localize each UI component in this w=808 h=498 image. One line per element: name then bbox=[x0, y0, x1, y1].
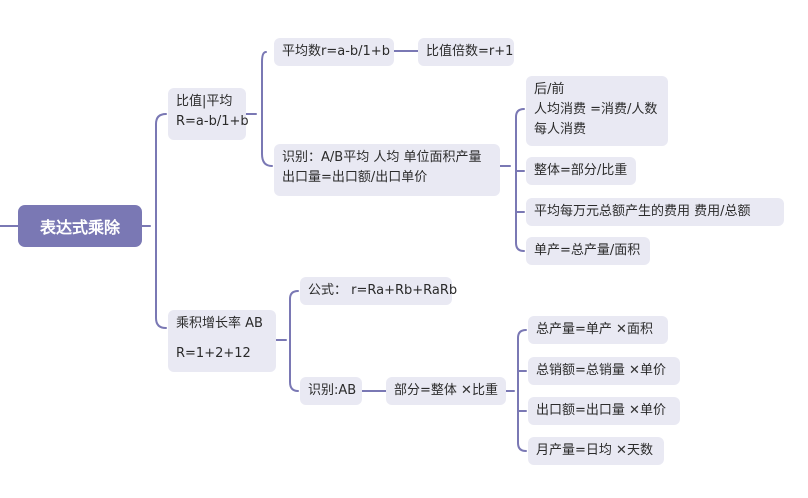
node-branch2-identify[interactable]: 识别:AB bbox=[300, 377, 362, 405]
total-sales-pre: 总销额=总销量 bbox=[536, 363, 630, 378]
export-value-pre: 出口额=出口量 bbox=[536, 403, 630, 418]
node-export-value[interactable]: 出口额=出口量 ✕单价 bbox=[528, 397, 680, 425]
total-output-pre: 总产量=单产 bbox=[536, 322, 617, 337]
link-branch2-children bbox=[275, 290, 299, 392]
multiply-icon: ✕ bbox=[616, 322, 627, 337]
whole-part-label: 整体=部分/比重 bbox=[534, 163, 628, 178]
node-ratio-multiple[interactable]: 比值倍数=r+1 bbox=[418, 38, 514, 66]
node-total-output[interactable]: 总产量=单产 ✕面积 bbox=[528, 316, 668, 344]
ratio-average-title: 比值|平均 bbox=[176, 94, 233, 109]
ratio-average-formula: R=a-b/1+b bbox=[176, 114, 249, 129]
node-part-whole[interactable]: 部分=整体 ✕比重 bbox=[386, 377, 506, 405]
node-monthly-output[interactable]: 月产量=日均 ✕天数 bbox=[528, 437, 664, 465]
multiply-icon: ✕ bbox=[461, 383, 472, 398]
average-formula-label: 平均数r=a-b/1+b bbox=[282, 44, 390, 59]
multiply-icon: ✕ bbox=[629, 403, 640, 418]
formula-label: 公式： r=Ra+Rb+RaRb bbox=[308, 283, 458, 298]
branch1-identify-line1: 识别：A/B平均 人均 单位面积产量 bbox=[282, 150, 482, 165]
part-whole-post: 比重 bbox=[471, 383, 498, 398]
branch2-identify-label: 识别:AB bbox=[308, 383, 357, 398]
node-after-before[interactable]: 后/前 人均消费 =消费/人数 每人消费 bbox=[526, 76, 668, 146]
root-label: 表达式乘除 bbox=[39, 218, 120, 237]
node-avg-cost[interactable]: 平均每万元总额产生的费用 费用/总额 bbox=[526, 198, 784, 226]
multiply-icon: ✕ bbox=[629, 363, 640, 378]
avg-cost-label: 平均每万元总额产生的费用 费用/总额 bbox=[534, 204, 751, 219]
after-before-line3: 每人消费 bbox=[534, 122, 587, 137]
total-output-post: 面积 bbox=[626, 322, 653, 337]
after-before-line2: 人均消费 =消费/人数 bbox=[534, 102, 658, 117]
multiply-icon: ✕ bbox=[616, 443, 627, 458]
total-sales-post: 单价 bbox=[639, 363, 666, 378]
export-value-post: 单价 bbox=[639, 403, 666, 418]
root-node[interactable]: 表达式乘除 bbox=[18, 205, 142, 247]
product-growth-formula: R=1+2+12 bbox=[176, 346, 251, 361]
after-before-line1: 后/前 bbox=[534, 82, 565, 97]
link-branch1-children bbox=[245, 51, 273, 167]
node-whole-part[interactable]: 整体=部分/比重 bbox=[526, 157, 636, 185]
ratio-multiple-label: 比值倍数=r+1 bbox=[426, 44, 514, 59]
part-whole-pre: 部分=整体 bbox=[394, 383, 462, 398]
branch1-identify-line2: 出口量=出口额/出口单价 bbox=[282, 170, 428, 185]
link-part-leaves bbox=[505, 329, 527, 452]
link-identify-leaves bbox=[499, 108, 525, 252]
link-root-branches bbox=[141, 113, 167, 329]
node-average-formula[interactable]: 平均数r=a-b/1+b bbox=[274, 38, 394, 66]
node-product-growth[interactable]: 乘积增长率 AB R=1+2+12 bbox=[168, 310, 276, 372]
node-total-sales[interactable]: 总销额=总销量 ✕单价 bbox=[528, 357, 680, 385]
node-formula[interactable]: 公式： r=Ra+Rb+RaRb bbox=[300, 277, 457, 305]
node-ratio-average[interactable]: 比值|平均 R=a-b/1+b bbox=[168, 88, 249, 140]
product-growth-title: 乘积增长率 AB bbox=[176, 316, 263, 331]
unit-yield-label: 单产=总产量/面积 bbox=[534, 243, 641, 258]
monthly-output-pre: 月产量=日均 bbox=[536, 443, 617, 458]
node-branch1-identify[interactable]: 识别：A/B平均 人均 单位面积产量 出口量=出口额/出口单价 bbox=[274, 144, 500, 196]
node-unit-yield[interactable]: 单产=总产量/面积 bbox=[526, 237, 650, 265]
monthly-output-post: 天数 bbox=[626, 443, 653, 458]
